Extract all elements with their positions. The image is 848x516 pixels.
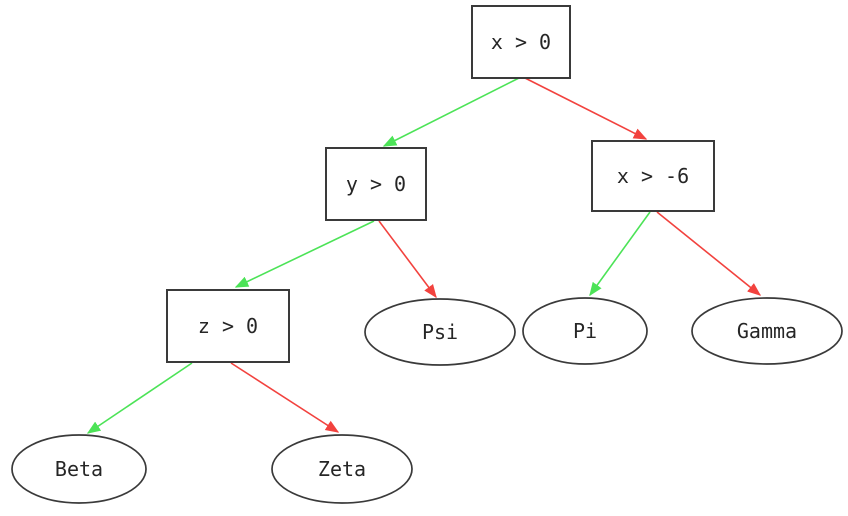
- node-label-xm6: x > -6: [617, 164, 689, 188]
- edge-root-to-xm6-false: [524, 77, 648, 140]
- node-label-gamma: Gamma: [737, 319, 797, 343]
- condition-box: [325, 147, 427, 221]
- node-label-y0: y > 0: [346, 172, 406, 196]
- outcome-ellipse: [11, 434, 147, 504]
- leaf-node-psi: Psi: [364, 298, 516, 366]
- node-label-psi: Psi: [422, 320, 458, 344]
- decision-node-y0: y > 0: [325, 147, 427, 221]
- condition-box: [166, 289, 290, 363]
- outcome-ellipse: [522, 297, 648, 365]
- leaf-node-beta: Beta: [11, 434, 147, 504]
- decision-node-z0: z > 0: [166, 289, 290, 363]
- edge-y0-to-z0-true: [234, 220, 375, 288]
- outcome-ellipse: [271, 434, 413, 504]
- outcome-ellipse: [364, 298, 516, 366]
- outcome-ellipse: [691, 297, 843, 365]
- edge-z0-to-zeta-false: [230, 362, 340, 433]
- condition-box: [471, 5, 571, 79]
- edge-z0-to-beta-true: [86, 362, 193, 434]
- condition-box: [591, 140, 715, 212]
- leaf-node-gamma: Gamma: [691, 297, 843, 365]
- decision-node-xm6: x > -6: [591, 140, 715, 212]
- node-label-pi: Pi: [573, 319, 597, 343]
- decision-node-root: x > 0: [471, 5, 571, 79]
- leaf-node-zeta: Zeta: [271, 434, 413, 504]
- node-label-root: x > 0: [491, 30, 551, 54]
- node-label-zeta: Zeta: [318, 457, 366, 481]
- node-label-z0: z > 0: [198, 314, 258, 338]
- edge-xm6-to-gamma-false: [656, 211, 762, 296]
- edge-root-to-y0-true: [382, 77, 520, 147]
- edge-xm6-to-pi-true: [589, 211, 651, 297]
- leaf-node-pi: Pi: [522, 297, 648, 365]
- node-label-beta: Beta: [55, 457, 103, 481]
- edge-y0-to-psi-false: [378, 220, 437, 299]
